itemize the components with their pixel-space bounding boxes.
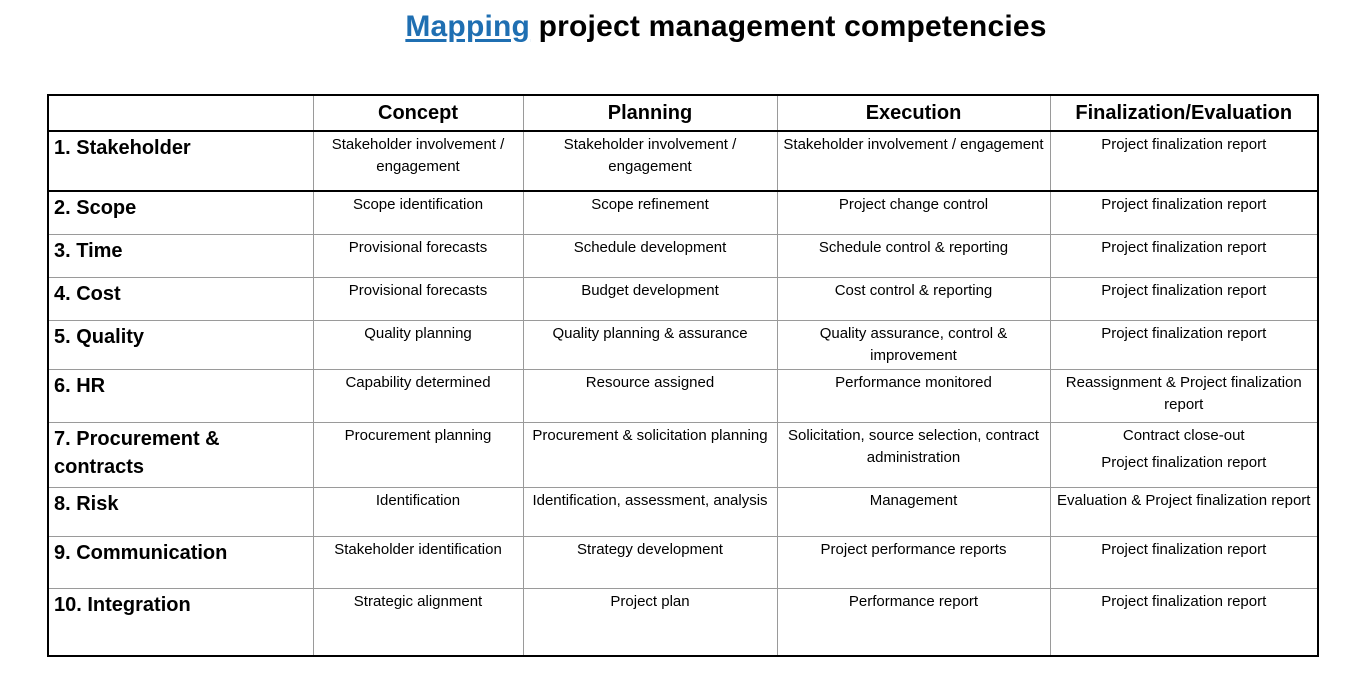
cell-planning: Procurement & solicitation planning bbox=[522, 421, 777, 487]
row-area: 10. Integration bbox=[48, 587, 313, 656]
table-row: 3. Time Provisional forecasts Schedule d… bbox=[48, 233, 1318, 277]
cell-concept: Provisional forecasts bbox=[312, 233, 523, 277]
header-execution: Execution bbox=[776, 95, 1050, 132]
cell-finalization: Contract close-out Project finalization … bbox=[1049, 421, 1318, 487]
final-line-2: Project finalization report bbox=[1101, 453, 1267, 471]
table-row: 1. Stakeholder Stakeholder involvement /… bbox=[48, 131, 1319, 192]
cell-concept: Scope identification bbox=[312, 190, 523, 234]
cell-planning: Strategy development bbox=[522, 535, 777, 588]
row-area: 7. Procurement & contracts bbox=[48, 421, 313, 487]
row-area: 5. Quality bbox=[48, 319, 313, 369]
mapping-link[interactable]: Mapping bbox=[405, 10, 531, 43]
cell-finalization: Project finalization report bbox=[1049, 587, 1318, 656]
cell-concept: Identification bbox=[312, 486, 523, 536]
header-finalization: Finalization/Evaluation bbox=[1049, 95, 1318, 132]
cell-execution: Cost control & reporting bbox=[776, 276, 1050, 320]
table-row: 6. HR Capability determined Resource ass… bbox=[48, 368, 1318, 422]
row-area: 3. Time bbox=[48, 233, 313, 277]
cell-finalization: Project finalization report bbox=[1049, 190, 1318, 234]
table-row: 10. Integration Strategic alignment Proj… bbox=[48, 587, 1318, 656]
row-area: 2. Scope bbox=[48, 190, 313, 234]
cell-planning: Stakeholder involvement / engagement bbox=[522, 131, 777, 192]
competency-table: Concept Planning Execution Finalization/… bbox=[47, 94, 1319, 657]
table-row: 8. Risk Identification Identification, a… bbox=[48, 486, 1318, 536]
cell-execution: Stakeholder involvement / engagement bbox=[776, 131, 1050, 192]
row-area: 9. Communication bbox=[48, 535, 313, 588]
cell-concept: Stakeholder identification bbox=[312, 535, 523, 588]
header-planning: Planning bbox=[522, 95, 777, 132]
cell-finalization: Project finalization report bbox=[1049, 535, 1318, 588]
cell-finalization: Evaluation & Project finalization report bbox=[1049, 486, 1318, 536]
table-row: 5. Quality Quality planning Quality plan… bbox=[48, 319, 1318, 369]
header-blank bbox=[48, 95, 313, 132]
cell-planning: Project plan bbox=[522, 587, 777, 656]
cell-execution: Schedule control & reporting bbox=[776, 233, 1050, 277]
cell-planning: Schedule development bbox=[522, 233, 777, 277]
cell-planning: Scope refinement bbox=[522, 190, 777, 234]
final-line-1: Contract close-out bbox=[1122, 426, 1245, 444]
header-concept: Concept bbox=[312, 95, 523, 132]
cell-finalization: Reassignment & Project finalization repo… bbox=[1049, 368, 1318, 422]
row-area: 8. Risk bbox=[48, 486, 313, 536]
cell-execution: Performance monitored bbox=[776, 368, 1050, 422]
page-title-text: project management competencies bbox=[530, 10, 1047, 43]
cell-planning: Budget development bbox=[522, 276, 777, 320]
cell-concept: Provisional forecasts bbox=[312, 276, 523, 320]
cell-concept: Capability determined bbox=[312, 368, 523, 422]
cell-planning: Identification, assessment, analysis bbox=[522, 486, 777, 536]
table-row: 9. Communication Stakeholder identificat… bbox=[48, 535, 1318, 588]
cell-concept: Strategic alignment bbox=[312, 587, 523, 656]
cell-execution: Quality assurance, control & improvement bbox=[776, 319, 1050, 369]
cell-planning: Resource assigned bbox=[522, 368, 777, 422]
table-header-row: Concept Planning Execution Finalization/… bbox=[48, 95, 1318, 132]
cell-concept: Quality planning bbox=[312, 319, 523, 369]
cell-finalization: Project finalization report bbox=[1049, 131, 1319, 192]
cell-concept: Procurement planning bbox=[312, 421, 523, 487]
row-area: 4. Cost bbox=[48, 276, 313, 320]
cell-execution: Performance report bbox=[776, 587, 1050, 656]
table-row: 2. Scope Scope identification Scope refi… bbox=[48, 190, 1318, 234]
row-area: 6. HR bbox=[48, 368, 313, 422]
table-row: 4. Cost Provisional forecasts Budget dev… bbox=[48, 276, 1318, 320]
cell-finalization: Project finalization report bbox=[1049, 276, 1318, 320]
cell-concept: Stakeholder involvement / engagement bbox=[312, 131, 523, 192]
table-row: 7. Procurement & contracts Procurement p… bbox=[48, 421, 1318, 487]
cell-execution: Project change control bbox=[776, 190, 1050, 234]
cell-execution: Project performance reports bbox=[776, 535, 1050, 588]
cell-execution: Management bbox=[776, 486, 1050, 536]
cell-execution: Solicitation, source selection, contract… bbox=[776, 421, 1050, 487]
cell-finalization: Project finalization report bbox=[1049, 233, 1318, 277]
page-title: Mapping project management competencies bbox=[0, 10, 1369, 44]
row-area: 1. Stakeholder bbox=[48, 131, 313, 192]
cell-finalization: Project finalization report bbox=[1049, 319, 1318, 369]
cell-planning: Quality planning & assurance bbox=[522, 319, 777, 369]
